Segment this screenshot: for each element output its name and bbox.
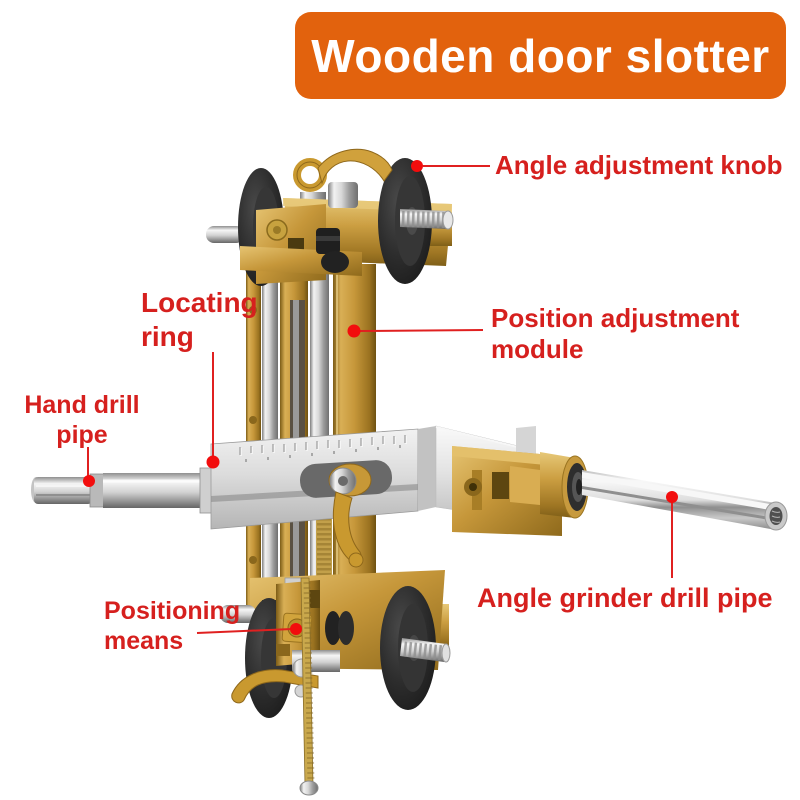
label-hand-drill-pipe: Hand drill pipe bbox=[24, 391, 140, 449]
label-positioning-means: Positioning means bbox=[104, 597, 241, 655]
leader-positioning-means bbox=[196, 628, 293, 634]
dot-angle-grinder bbox=[666, 491, 678, 503]
callout-lines bbox=[87, 165, 673, 634]
dot-positioning-means bbox=[290, 623, 302, 635]
positioning-means-part bbox=[220, 570, 451, 796]
page-title: Wooden door slotter bbox=[311, 29, 770, 82]
label-position-adjustment-module: Position adjustment module bbox=[491, 303, 740, 364]
dot-angle-knob bbox=[411, 160, 423, 172]
angle-adjustment-knob-part bbox=[206, 148, 454, 286]
leader-position-module bbox=[359, 329, 484, 332]
callout-dots bbox=[83, 160, 678, 635]
label-angle-adjustment-knob: Angle adjustment knob bbox=[495, 150, 783, 180]
dot-position-module bbox=[347, 324, 361, 338]
label-angle-grinder-drill-pipe: Angle grinder drill pipe bbox=[477, 583, 773, 613]
dot-hand-drill bbox=[83, 475, 95, 487]
title-banner: Wooden door slotter bbox=[295, 12, 786, 99]
dot-locating-ring bbox=[206, 455, 220, 469]
angle-grinder-drill-pipe-part bbox=[452, 426, 788, 536]
label-locating-ring: Locating ring bbox=[141, 287, 258, 353]
